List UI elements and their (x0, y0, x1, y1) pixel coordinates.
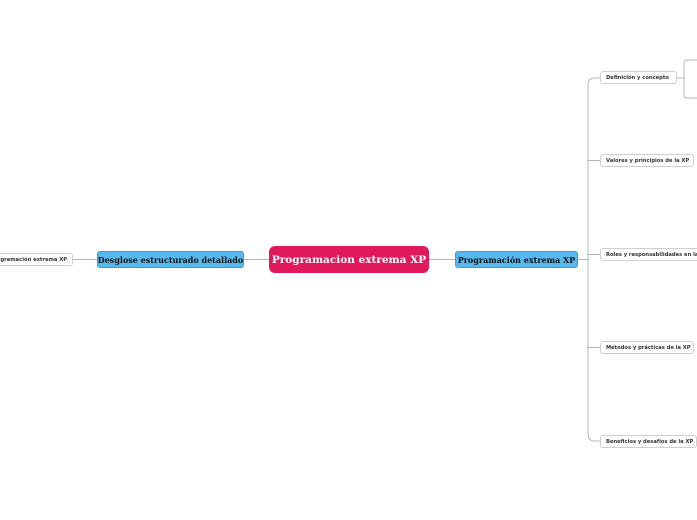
subtopic-valores[interactable]: Valores y principios de la XP (600, 154, 694, 167)
central-topic[interactable]: Programacion extrema XP (269, 246, 429, 273)
left-subtopic[interactable]: Programación extrema XP (0, 253, 73, 266)
connector-definition-bracket (677, 59, 697, 99)
left-main-topic[interactable]: Desglose estructurado detallado (97, 251, 244, 268)
connector-right-spine (587, 77, 596, 442)
subtopic-beneficios[interactable]: Beneficios y desafíos de la XP (600, 435, 697, 448)
subtopic-roles[interactable]: Roles y responsabilidades en la XP (600, 248, 697, 261)
subtopic-definicion[interactable]: Definición y concepto (600, 71, 677, 84)
subtopic-metodos[interactable]: Métodos y prácticas de la XP (600, 341, 694, 354)
right-main-topic[interactable]: Programación extrema XP (455, 251, 578, 268)
